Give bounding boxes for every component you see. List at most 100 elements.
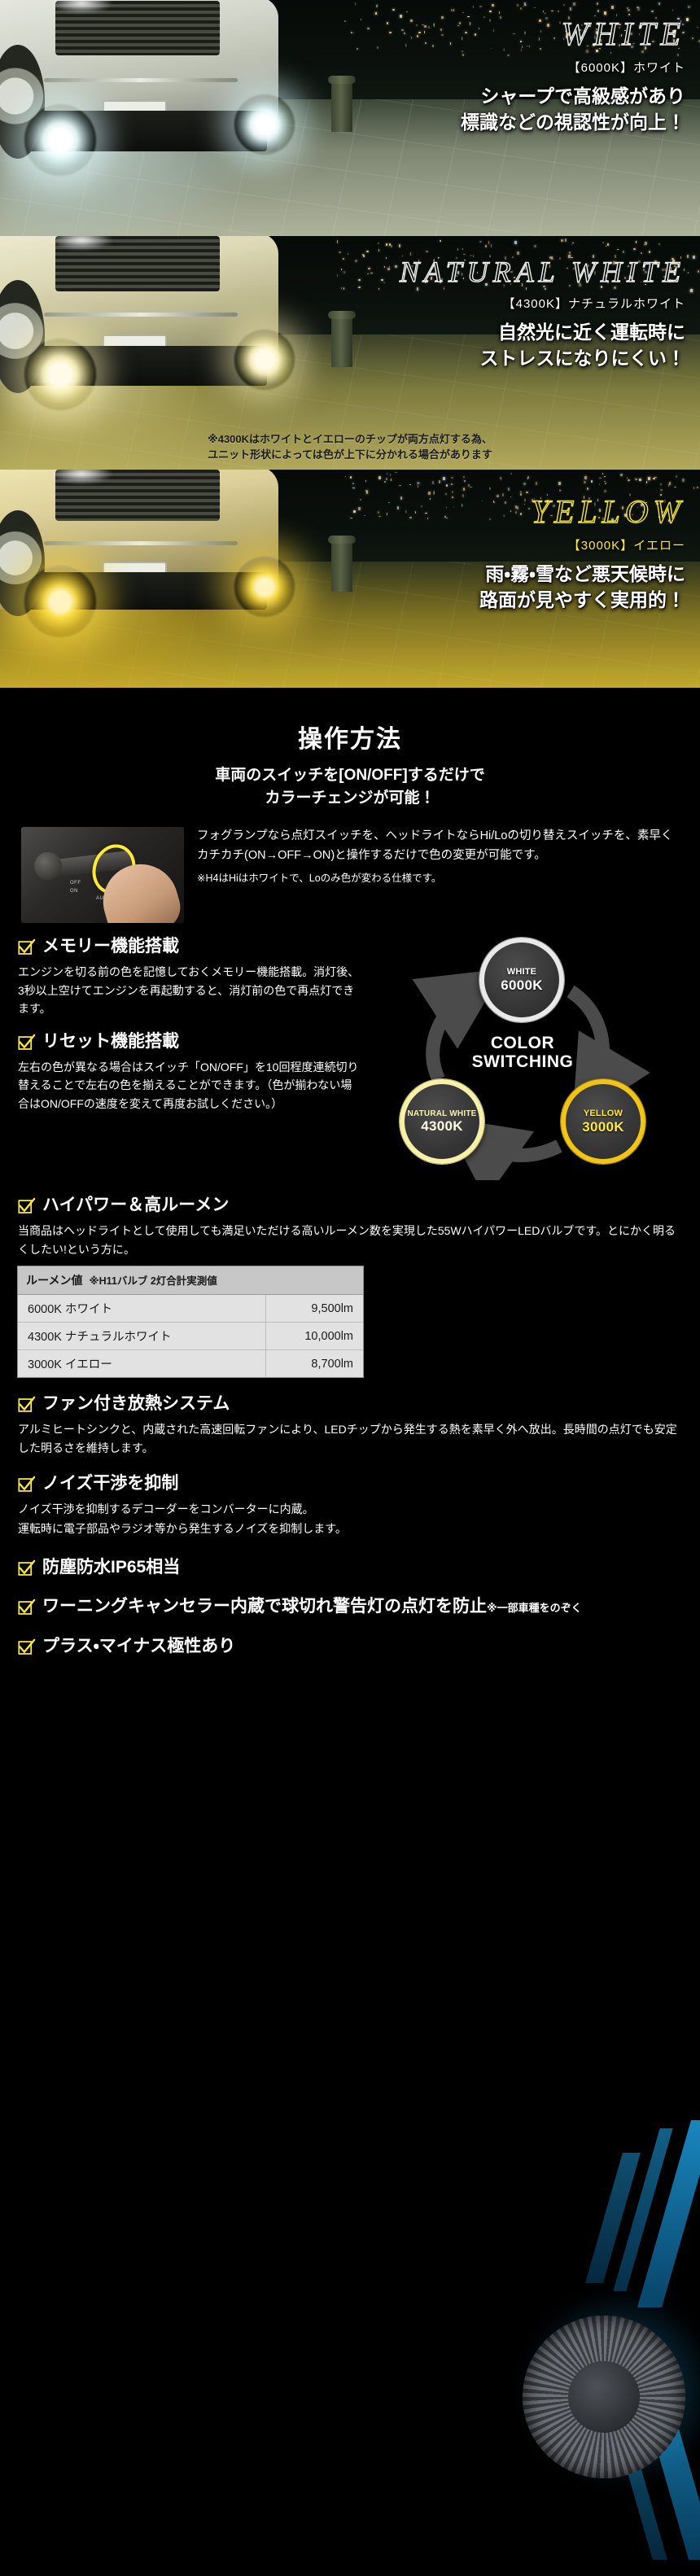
howto-subtitle: 車両のスイッチを[ON/OFF]するだけで カラーチェンジが可能！	[0, 764, 700, 809]
row-label: 4300K ナチュラルホワイト	[18, 1323, 265, 1350]
checkbox-icon	[18, 1639, 35, 1656]
fan-hub-icon	[523, 2316, 685, 2478]
bollard	[331, 541, 352, 592]
howto-text: フォグランプなら点灯スイッチを、ヘッドライトならHi/Loの切り替えスイッチを、…	[197, 827, 682, 886]
memory-reset-column: メモリー機能搭載 エンジンを切る前の色を記憶しておくメモリー機能搭載。消灯後、3…	[18, 931, 360, 1113]
feature-title: ファン付き放熱システム	[42, 1393, 230, 1415]
checkbox-icon	[18, 939, 35, 956]
row-label: 6000K ホワイト	[18, 1295, 265, 1323]
feature-title: 防塵防水IP65相当	[42, 1557, 180, 1578]
caption-white: WHITE 【6000K】ホワイト シャープで高級感があり 標識などの視認性が向…	[461, 18, 685, 135]
chrome-trim	[44, 78, 238, 82]
table-row: 3000K イエロー 8,700lm	[18, 1350, 363, 1378]
feature-header: メモリー機能搭載	[18, 936, 360, 957]
caption-lead-line1: 雨・霧・雪など悪天候時に	[479, 562, 685, 586]
caption-lead-line2: 路面が見やすく実用的！	[479, 588, 685, 612]
table-title: ルーメン値	[26, 1274, 82, 1287]
color-switching-diagram: WHITE 6000K YELLOW 3000K NATURAL WHITE 4…	[388, 936, 657, 1180]
switch-label-on: ON	[70, 889, 78, 894]
feature-title-main: ワーニングキャンセラー内蔵で球切れ警告灯の点灯を防止	[42, 1597, 487, 1616]
memory-reset-row: メモリー機能搭載 エンジンを切る前の色を記憶しておくメモリー機能搭載。消灯後、3…	[0, 923, 700, 1180]
feature-title: ハイパワー＆高ルーメン	[42, 1195, 229, 1216]
feature-header: ノイズ干渉を抑制	[18, 1473, 682, 1494]
feature-header: ファン付き放熱システム	[18, 1393, 682, 1415]
headlight-glow	[50, 470, 113, 484]
checkbox-icon	[18, 1560, 35, 1577]
feature-title: メモリー機能搭載	[42, 936, 179, 957]
feature-body: 左右の色が異なる場合はスイッチ「ON/OFF」を10回程度連続切り替えることで左…	[18, 1058, 360, 1113]
caption-title-en: YELLOW	[479, 496, 685, 528]
checkbox-icon	[18, 1198, 35, 1215]
headlight-glow	[50, 0, 113, 14]
caption-title-en: NATURAL WHITE	[400, 257, 685, 286]
feature-header: 防塵防水IP65相当	[18, 1557, 682, 1578]
row-label: 3000K イエロー	[18, 1350, 265, 1378]
product-page: WHITE 【6000K】ホワイト シャープで高級感があり 標識などの視認性が向…	[0, 0, 700, 2115]
feature-reset: リセット機能搭載 左右の色が異なる場合はスイッチ「ON/OFF」を10回程度連続…	[18, 1018, 360, 1113]
feature-body: 当商品はヘッドライトとして使用しても満足いただける高いルーメン数を実現した55W…	[18, 1222, 682, 1258]
checkbox-icon	[18, 1397, 35, 1414]
fog-lamp-right	[234, 330, 295, 390]
feature-noise-suppression: ノイズ干渉を抑制 ノイズ干渉を抑制するデコーダーをコンバーターに内蔵。 運転時に…	[0, 1457, 700, 1537]
caption-natural-white: NATURAL WHITE 【4300K】ナチュラルホワイト 自然光に近く運転時…	[400, 257, 685, 371]
checkbox-icon	[18, 1034, 35, 1052]
content-section: 操作方法 車両のスイッチを[ON/OFF]するだけで カラーチェンジが可能！ O…	[0, 688, 700, 1685]
caption-lead-line1: シャープで高級感があり	[461, 84, 685, 108]
caption-kelvin: 【3000K】イエロー	[479, 536, 685, 553]
feature-header: リセット機能搭載	[18, 1031, 360, 1052]
feature-body: アルミヒートシンクと、内蔵された高速回転ファンにより、LEDチップから発生する熱…	[18, 1420, 682, 1457]
table-subtitle: ※H11バルブ 2灯合計実測値	[89, 1275, 217, 1287]
caption-lead-line2: ストレスになりにくい！	[400, 346, 685, 370]
feature-header: ワーニングキャンセラー内蔵で球切れ警告灯の点灯を防止※一部車種をのぞく	[18, 1596, 682, 1617]
row-value: 10,000lm	[265, 1323, 363, 1350]
note-4300k: ※4300Kはホワイトとイエローのチップが両方点灯する為、 ユニット形状によって…	[0, 432, 700, 463]
bollard	[331, 81, 352, 132]
caption-kelvin: 【4300K】ナチュラルホワイト	[400, 295, 685, 312]
cycle-node-yellow: YELLOW 3000K	[561, 1079, 645, 1164]
row-value: 9,500lm	[265, 1295, 363, 1323]
fog-lamp-right	[234, 94, 295, 155]
caption-lead-line2: 標識などの視認性が向上！	[461, 110, 685, 134]
page-title: 操作方法	[0, 688, 700, 754]
node-kelvin: 6000K	[501, 977, 543, 993]
cycle-label-line1: COLOR	[388, 1034, 657, 1052]
node-kelvin: 4300K	[421, 1118, 463, 1134]
fog-lamp-left	[24, 566, 96, 637]
fan-product-art	[456, 2120, 700, 2576]
feature-ip65: 防塵防水IP65相当	[0, 1537, 700, 1578]
node-name: NATURAL WHITE	[408, 1109, 477, 1118]
feature-polarity: プラス・マイナス極性あり	[0, 1618, 700, 1657]
photo-panel-white: WHITE 【6000K】ホワイト シャープで高級感があり 標識などの視認性が向…	[0, 0, 700, 236]
fog-lamp-left	[24, 339, 96, 410]
howto-subtitle-line1: 車両のスイッチを[ON/OFF]するだけで	[0, 764, 700, 787]
howto-note: ※H4はHiはホワイトで、Loのみ色が変わる仕様です。	[197, 870, 682, 886]
feature-body-line2: 運転時に電子部品やラジオ等から発生するノイズを抑制します。	[18, 1520, 682, 1537]
feature-title-suffix: ※一部車種をのぞく	[487, 1602, 582, 1614]
lumen-table: ルーメン値※H11バルブ 2灯合計実測値 6000K ホワイト 9,500lm …	[18, 1266, 363, 1377]
howto-block: OFF ON AUTO フォグランプなら点灯スイッチを、ヘッドライトならHi/L…	[0, 809, 700, 923]
node-kelvin: 3000K	[582, 1119, 624, 1135]
feature-title: リセット機能搭載	[42, 1031, 179, 1052]
fog-lamp-right	[234, 557, 295, 617]
cycle-node-white: WHITE 6000K	[479, 938, 564, 1022]
howto-body: フォグランプなら点灯スイッチを、ヘッドライトならHi/Loの切り替えスイッチを、…	[197, 827, 682, 865]
table-row: 6000K ホワイト 9,500lm	[18, 1295, 363, 1323]
chrome-trim	[44, 313, 238, 317]
feature-warning-canceller: ワーニングキャンセラー内蔵で球切れ警告灯の点灯を防止※一部車種をのぞく	[0, 1578, 700, 1617]
headlight-glow	[50, 236, 113, 251]
feature-title: ノイズ干渉を抑制	[42, 1473, 178, 1494]
table-header-row: ルーメン値 ※H11バルブ 2灯合計実測値	[18, 1266, 363, 1295]
feature-header: ハイパワー＆高ルーメン	[18, 1195, 682, 1216]
cycle-center-label: COLOR SWITCHING	[388, 1034, 657, 1071]
photo-panel-natural-white: NATURAL WHITE 【4300K】ナチュラルホワイト 自然光に近く運転時…	[0, 236, 700, 470]
checkbox-icon	[18, 1599, 35, 1616]
caption-title-en: WHITE	[461, 18, 685, 50]
feature-header: プラス・マイナス極性あり	[18, 1636, 682, 1657]
feature-memory: メモリー機能搭載 エンジンを切る前の色を記憶しておくメモリー機能搭載。消灯後、3…	[18, 931, 360, 1017]
caption-lead-line1: 自然光に近く運転時に	[400, 320, 685, 344]
note-line2: ユニット形状によっては色が上下に分かれる場合があります	[0, 448, 700, 463]
feature-body-line1: ノイズ干渉を抑制するデコーダーをコンバーターに内蔵。	[18, 1500, 682, 1518]
caption-kelvin: 【6000K】ホワイト	[461, 59, 685, 76]
cycle-label-line2: SWITCHING	[388, 1052, 657, 1071]
checkbox-icon	[18, 1476, 35, 1494]
